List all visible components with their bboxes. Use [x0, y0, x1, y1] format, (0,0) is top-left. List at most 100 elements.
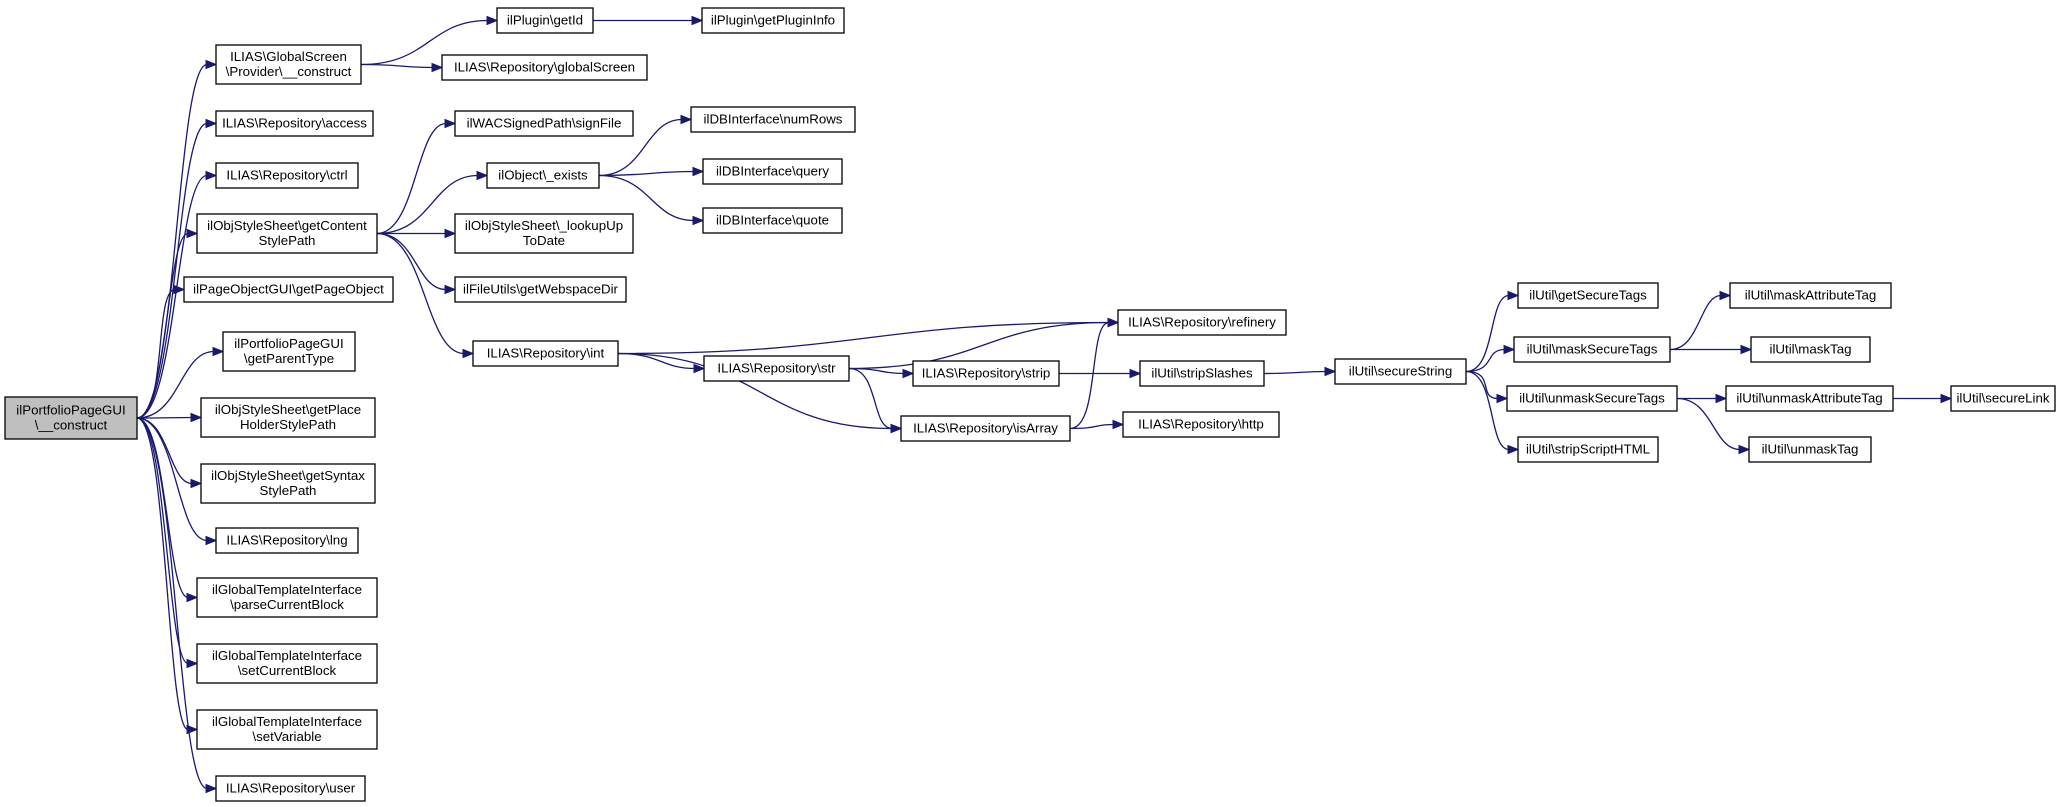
edge-arrowhead [680, 114, 693, 125]
node-obj_exists[interactable]: ilObject\_exists [486, 162, 600, 189]
node-box [472, 340, 619, 367]
edge-arrowhead [205, 118, 218, 129]
node-db_query[interactable]: ilDBInterface\query [702, 158, 843, 185]
edge-root-to-getplaceholder [136, 416, 193, 419]
node-box [183, 276, 394, 303]
edge-arrowhead [1507, 290, 1520, 301]
edge-securestring-to-stripscripthtml [1465, 370, 1510, 451]
edge-root-to-repo_lng [136, 417, 208, 542]
node-masksecuretags[interactable]: ilUtil\maskSecureTags [1513, 336, 1671, 363]
node-label: StylePath [259, 233, 316, 248]
node-getparenttype[interactable]: ilPortfolioPageGUI\getParentType [222, 331, 356, 372]
node-repo_lng[interactable]: ILIAS\Repository\lng [215, 527, 359, 554]
node-label: StylePath [260, 483, 317, 498]
node-label: \setCurrentBlock [238, 663, 337, 678]
edge-root-to-getpageobject [136, 288, 176, 419]
node-plugin_getinfo[interactable]: ilPlugin\getPluginInfo [701, 7, 845, 34]
edge-arrowhead [1719, 290, 1732, 301]
node-repo_http[interactable]: ILIAS\Repository\http [1122, 411, 1280, 438]
node-box [4, 396, 138, 440]
node-repo_ctrl[interactable]: ILIAS\Repository\ctrl [215, 162, 359, 189]
node-label: ilPortfolioPageGUI [234, 336, 343, 351]
node-securestring[interactable]: ilUtil\secureString [1334, 358, 1467, 385]
edge-root-to-setvariable [136, 417, 189, 731]
node-gs_provider[interactable]: ILIAS\GlobalScreen\Provider\__construct [215, 44, 362, 85]
node-label: ilUtil\maskTag [1769, 342, 1851, 357]
edge-arrowhead [444, 284, 457, 295]
edge-arrowhead [1129, 368, 1142, 379]
node-label: \Provider\__construct [226, 64, 352, 79]
edge-getcontentstylepath-to-repo_int [376, 232, 465, 355]
node-repo_access[interactable]: ILIAS\Repository\access [215, 110, 374, 137]
node-stripslashes[interactable]: ilUtil\stripSlashes [1139, 360, 1265, 387]
node-box [454, 213, 634, 254]
edge-repo_isarray-to-repo_http [1069, 423, 1115, 430]
node-repo_refinery[interactable]: ILIAS\Repository\refinery [1117, 309, 1287, 336]
node-parsecurrentblock[interactable]: ilGlobalTemplateInterface\parseCurrentBl… [196, 577, 378, 618]
edge-repo_isarray-to-repo_refinery [1069, 321, 1110, 430]
node-repo_globalscreen[interactable]: ILIAS\Repository\globalScreen [441, 54, 648, 81]
node-label: ilPlugin\getId [507, 13, 583, 28]
edge-securestring-to-masksecuretags [1465, 348, 1506, 373]
node-setcurrentblock[interactable]: ilGlobalTemplateInterface\setCurrentBloc… [196, 643, 378, 684]
node-box [196, 577, 378, 618]
node-label: ILIAS\Repository\http [1138, 417, 1264, 432]
node-repo_isarray[interactable]: ILIAS\Repository\isArray [900, 415, 1071, 442]
node-box [196, 213, 378, 254]
node-label: ilUtil\secureString [1349, 364, 1452, 379]
node-label: ilGlobalTemplateInterface [212, 714, 362, 729]
node-box [1117, 309, 1287, 336]
node-db_quote[interactable]: ilDBInterface\quote [702, 207, 843, 234]
node-box [701, 7, 845, 34]
node-unmasksecuretags[interactable]: ilUtil\unmaskSecureTags [1506, 385, 1678, 412]
edge-arrowhead [205, 783, 218, 794]
node-box [215, 110, 374, 137]
node-wac_signfile[interactable]: ilWACSignedPath\signFile [454, 110, 634, 137]
node-plugin_getid[interactable]: ilPlugin\getId [496, 7, 594, 34]
edge-arrowhead [190, 478, 203, 489]
node-box [1517, 282, 1659, 309]
node-unmaskattributetag[interactable]: ilUtil\unmaskAttributeTag [1725, 385, 1894, 412]
node-label: ilObjStyleSheet\getSyntax [211, 468, 365, 483]
edge-arrowhead [186, 592, 199, 603]
edge-arrowhead [486, 15, 499, 26]
edge-repo_str-to-repo_strip [848, 367, 905, 375]
node-label: ilUtil\unmaskSecureTags [1519, 391, 1665, 406]
node-label: ilUtil\stripScriptHTML [1526, 442, 1650, 457]
edge-arrowhead [691, 15, 704, 26]
node-label: ILIAS\Repository\strip [922, 366, 1051, 381]
node-getsecuretags[interactable]: ilUtil\getSecureTags [1517, 282, 1659, 309]
node-label: ILIAS\Repository\globalScreen [454, 60, 635, 75]
node-label: ilObjStyleSheet\getContent [207, 218, 367, 233]
node-db_numrows[interactable]: ilDBInterface\numRows [690, 106, 856, 133]
edge-arrowhead [902, 368, 915, 379]
node-masktag[interactable]: ilUtil\maskTag [1750, 336, 1871, 363]
node-setvariable[interactable]: ilGlobalTemplateInterface\setVariable [196, 709, 378, 750]
edge-arrowhead [476, 170, 489, 181]
edge-arrowhead [205, 59, 218, 70]
edge-gs_provider-to-repo_globalscreen [360, 63, 434, 69]
node-unmasktag[interactable]: ilUtil\unmaskTag [1748, 436, 1872, 463]
node-getpageobject[interactable]: ilPageObjectGUI\getPageObject [183, 276, 394, 303]
node-repo_str[interactable]: ILIAS\Repository\str [703, 355, 850, 382]
edge-arrowhead [1112, 419, 1125, 430]
node-repo_strip[interactable]: ILIAS\Repository\strip [912, 360, 1060, 387]
node-maskattributetag[interactable]: ilUtil\maskAttributeTag [1729, 282, 1892, 309]
node-securelink[interactable]: ilUtil\secureLink [1950, 385, 2056, 412]
node-root[interactable]: ilPortfolioPageGUI\__construct [4, 396, 138, 440]
node-box [690, 106, 856, 133]
node-repo_user[interactable]: ILIAS\Repository\user [215, 775, 366, 802]
node-getwebspacedir[interactable]: ilFileUtils\getWebspaceDir [454, 276, 627, 303]
node-label: ilObject\_exists [498, 168, 588, 183]
edge-arrowhead [1940, 393, 1953, 404]
node-box [1517, 436, 1659, 463]
node-stripscripthtml[interactable]: ilUtil\stripScriptHTML [1517, 436, 1659, 463]
node-repo_int[interactable]: ILIAS\Repository\int [472, 340, 619, 367]
node-label: ILIAS\Repository\str [717, 361, 836, 376]
node-label: ilPortfolioPageGUI [16, 403, 125, 418]
edge-arrowhead [444, 118, 457, 129]
